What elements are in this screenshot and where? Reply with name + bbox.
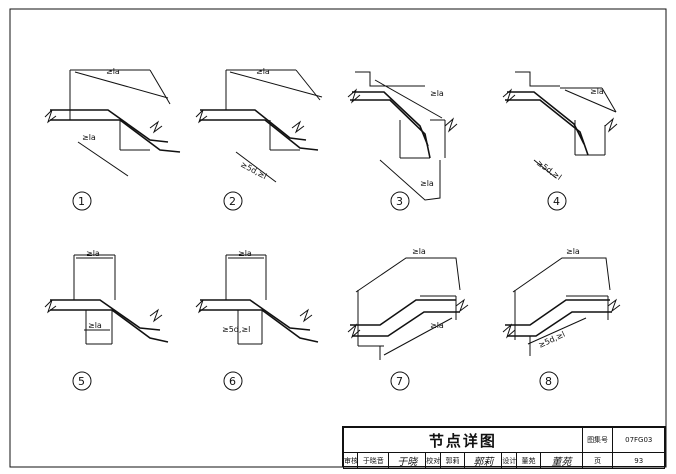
detail-5: ≥la ≥la 5: [44, 249, 169, 391]
checker-label: 校对: [425, 452, 441, 469]
detail-2-number: 2: [229, 195, 236, 208]
title-block: 节点详图 图集号 07FG03 审核 于晓音 于晓 校对 郭莉 郭莉 设计 董苑…: [342, 426, 666, 469]
designer-name: 董苑: [515, 452, 542, 469]
detail-3-la-top: ≥la: [430, 89, 444, 98]
detail-1-la-top: ≥la: [106, 67, 120, 76]
detail-4-lap: ≥5d,≥l: [535, 158, 563, 182]
checker-name: 郭莉: [439, 452, 466, 469]
reviewer-label: 审核: [342, 452, 359, 469]
detail-5-la-bottom: ≥la: [88, 321, 102, 330]
page-label: 页: [581, 452, 614, 469]
reviewer-name: 于晓音: [357, 452, 390, 469]
detail-2: ≥la ≥5d,≥l 2: [195, 67, 323, 211]
detail-8: ≥la ≥5d,≥l 8: [502, 247, 621, 391]
detail-3-number: 3: [396, 195, 403, 208]
detail-5-number: 5: [78, 375, 85, 388]
detail-8-la: ≥la: [566, 247, 580, 256]
detail-1-la-bottom: ≥la: [82, 133, 96, 142]
detail-2-la: ≥la: [256, 67, 270, 76]
reviewer-signature: 于晓: [388, 452, 427, 469]
detail-7-la-bottom: ≥la: [430, 321, 444, 330]
detail-4-la: ≥la: [590, 87, 604, 96]
detail-1-number: 1: [78, 195, 85, 208]
detail-6: ≥la ≥5d,≥l 6: [195, 249, 319, 391]
detail-6-number: 6: [229, 375, 236, 388]
detail-8-number: 8: [545, 375, 552, 388]
page-number: 93: [612, 452, 665, 469]
checker-signature: 郭莉: [464, 452, 503, 469]
detail-7-number: 7: [396, 375, 403, 388]
detail-7-la-top: ≥la: [412, 247, 426, 256]
detail-5-la-top: ≥la: [86, 249, 100, 258]
detail-1: ≥la ≥la 1: [44, 67, 181, 211]
atlas-number: 07FG03: [612, 427, 665, 453]
detail-6-lap: ≥5d,≥l: [222, 325, 250, 334]
drawing-title: 节点详图: [343, 427, 583, 453]
detail-6-la: ≥la: [238, 249, 252, 258]
atlas-label: 图集号: [581, 427, 614, 453]
detail-4: ≥la ≥5d,≥l 4: [502, 71, 618, 211]
detail-7: ≥la ≥la 7: [347, 247, 469, 391]
detail-4-number: 4: [553, 195, 560, 208]
sheet-border: [9, 8, 667, 468]
detail-3-la-bottom: ≥la: [420, 179, 434, 188]
detail-3: ≥la ≥la 3: [347, 71, 458, 211]
designer-label: 设计: [501, 452, 517, 469]
detail-2-lap: ≥5d,≥l: [239, 160, 268, 181]
designer-signature: 董苑: [540, 452, 583, 469]
